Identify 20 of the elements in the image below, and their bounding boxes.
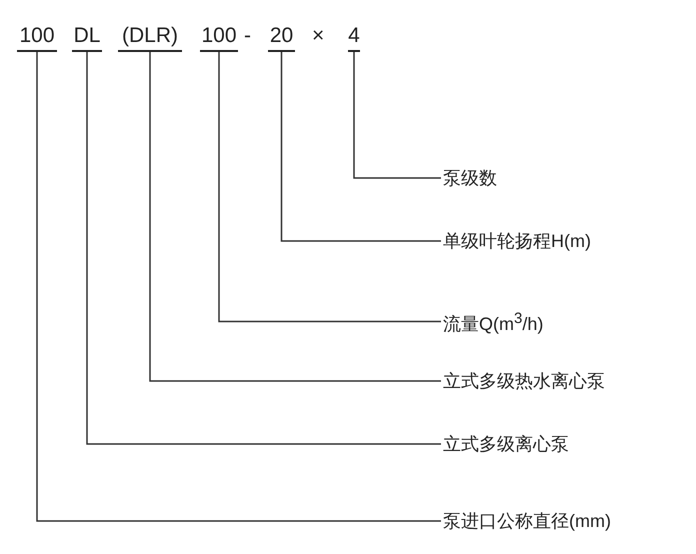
meaning-label: 流量Q(m$^{3}$/h) [443,307,544,336]
leader-line [280,52,441,242]
separator-sign: × [312,23,324,49]
leader-line [149,52,441,382]
model-code-part: (DLR) [118,22,182,52]
meaning-label: 泵级数 [443,166,497,190]
leader-line [353,52,441,179]
leader-line [86,52,441,445]
leader-line [218,52,441,322]
meaning-label: 单级叶轮扬程H(m) [443,229,591,253]
leader-line [36,52,441,522]
model-code-part: 20 [268,22,295,52]
meaning-label: 立式多级热水离心泵 [443,369,605,393]
model-code-part: 4 [348,22,360,52]
meaning-label: 立式多级离心泵 [443,432,569,456]
meaning-label: 泵进口公称直径(mm) [443,509,611,533]
model-code-part: 100 [17,22,57,52]
model-code-part: DL [72,22,102,52]
model-code-part: 100 [200,22,238,52]
separator-sign: - [244,23,251,49]
